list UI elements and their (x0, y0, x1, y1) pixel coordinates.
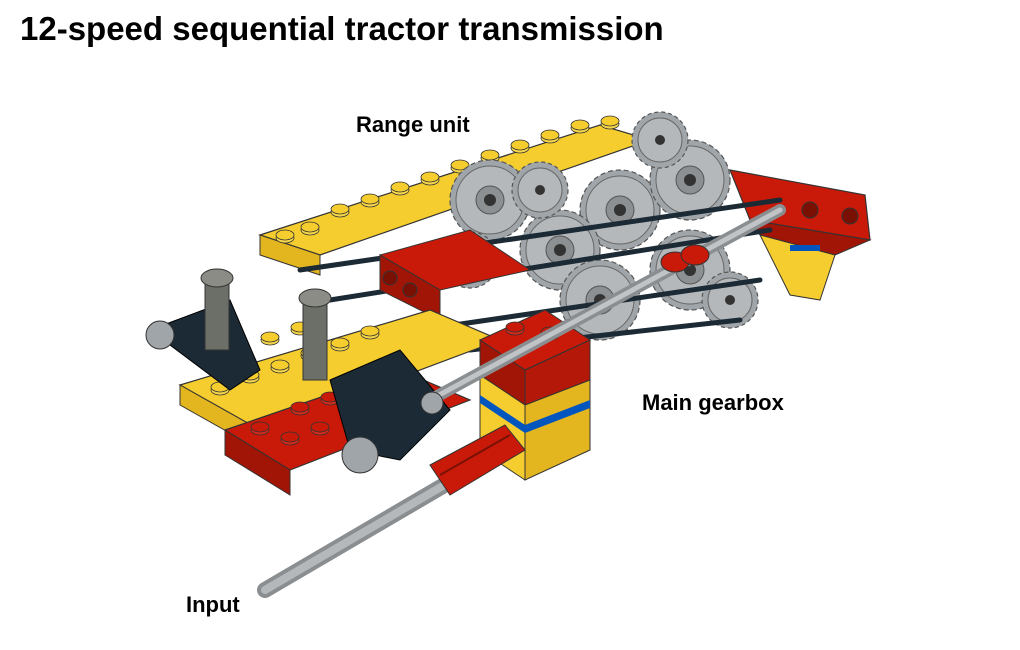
red-connector (660, 244, 710, 273)
input-label: Input (186, 592, 240, 617)
main-gearbox-label: Main gearbox (642, 390, 784, 415)
diagram-title: 12-speed sequential tractor transmission (20, 10, 664, 47)
middle-red-beam (378, 229, 532, 321)
shift-pins (200, 268, 332, 381)
front-axle (420, 204, 786, 415)
input-shaft (257, 424, 526, 598)
range-unit-label: Range unit (356, 112, 470, 137)
